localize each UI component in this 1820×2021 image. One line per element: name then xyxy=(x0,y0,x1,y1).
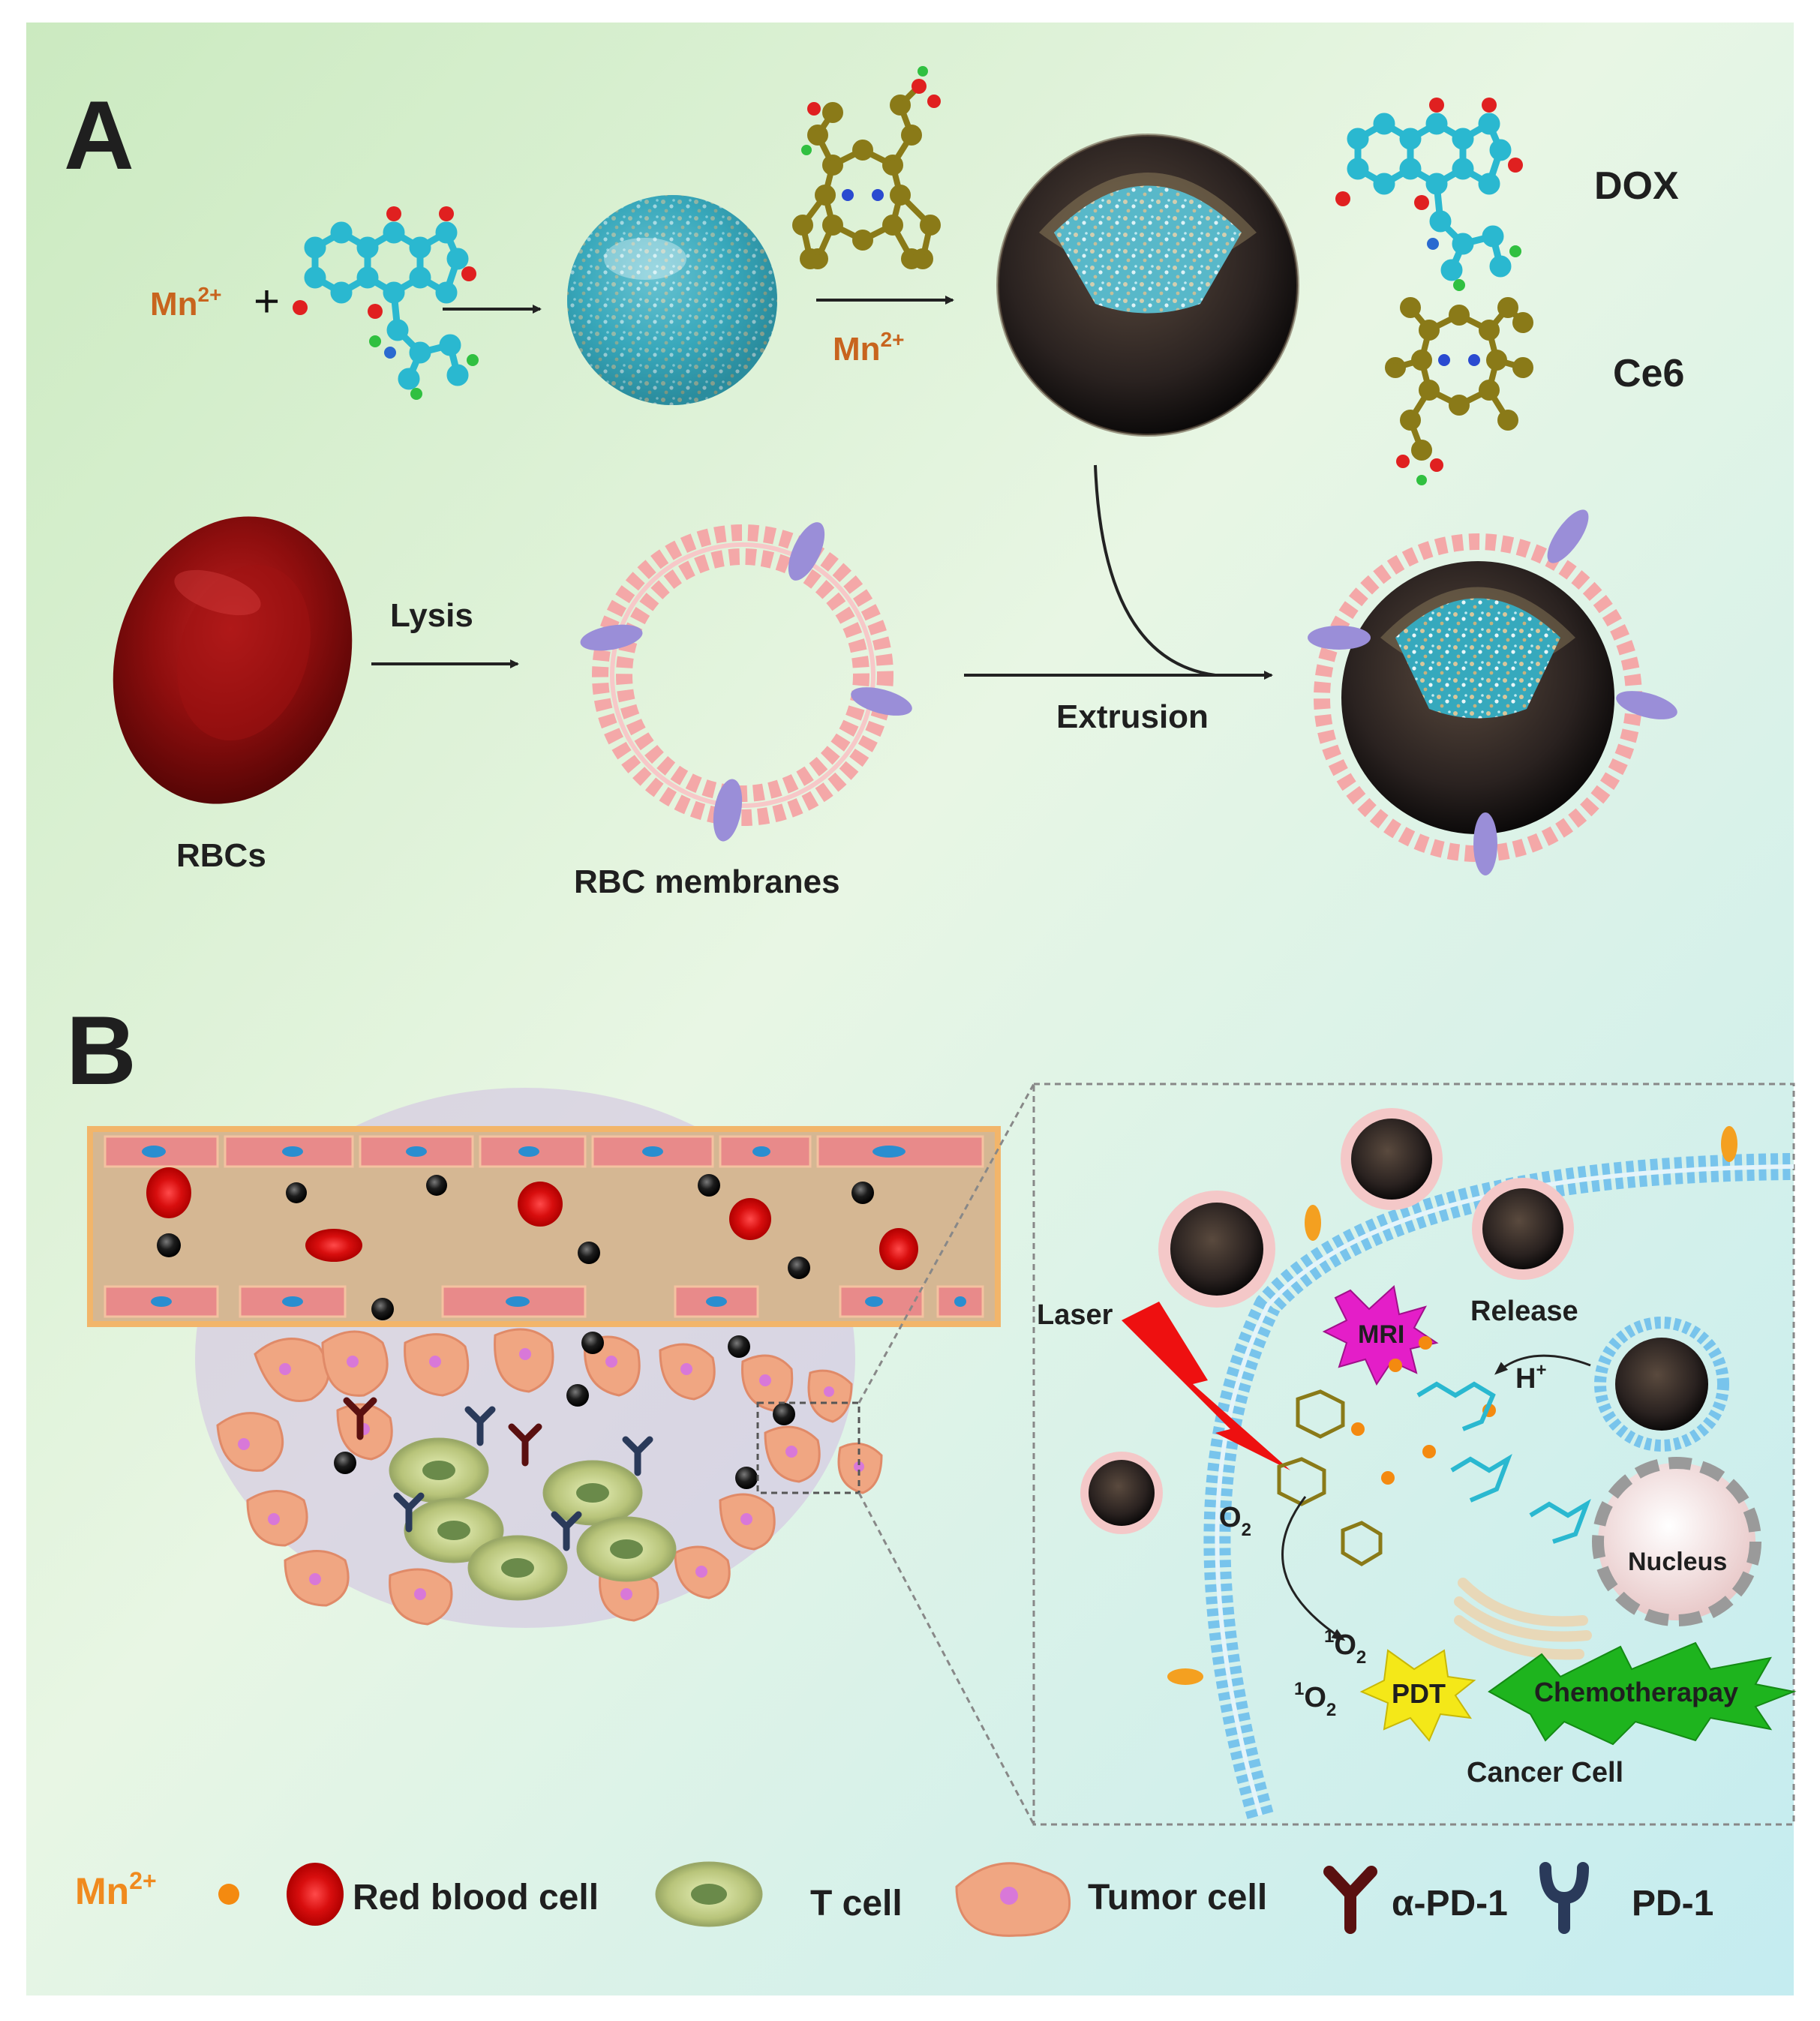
chemotherapy-label: Chemotherapay xyxy=(1534,1677,1738,1707)
dox-label: DOX xyxy=(1594,164,1679,208)
arrow-curved-core-shell xyxy=(1094,464,1216,677)
legend-t-cell-icon xyxy=(655,1861,763,1927)
red-blood-cell-illustration xyxy=(113,516,353,804)
nucleus-label: Nucleus xyxy=(1628,1548,1727,1576)
rbc-membranes-label: RBC membranes xyxy=(574,863,840,900)
ce6-molecule-icon xyxy=(792,66,941,269)
plus-sign: + xyxy=(254,276,280,326)
zoom-line-top xyxy=(857,1083,1035,1404)
mn-ion-label-left: Mn2+ xyxy=(150,283,221,323)
ce6-molecule-legend-icon xyxy=(1385,297,1533,485)
dox-mn-nanoparticle xyxy=(567,195,777,405)
dox-molecule-icon xyxy=(293,206,479,400)
legend-tumor-cell-icon xyxy=(955,1862,1071,1937)
singlet-oxygen-label-1: 1O2 xyxy=(1324,1626,1366,1668)
t-cell-cluster xyxy=(389,1437,677,1601)
antibody-markers xyxy=(343,1397,653,1551)
cancer-cell-zoom-panel: Laser MRI Release H+ O2 1O2 1O2 PDT Chem… xyxy=(1032,1083,1797,1826)
chemotherapy-burst-icon xyxy=(1488,1641,1797,1746)
cancer-cell-label: Cancer Cell xyxy=(1467,1757,1623,1788)
laser-bolt-icon xyxy=(1122,1302,1290,1470)
core-shell-nanoparticle xyxy=(996,134,1299,437)
dox-molecule-legend-icon xyxy=(1335,98,1523,291)
nucleus xyxy=(1592,1457,1761,1626)
lysis-label: Lysis xyxy=(390,597,473,634)
ce6-label: Ce6 xyxy=(1613,352,1684,395)
rbc-coated-nanoparticle xyxy=(1308,509,1677,875)
h-plus-label: H+ xyxy=(1515,1360,1546,1395)
legend-mn-label: Mn2+ xyxy=(75,1867,157,1912)
rbcs-label: RBCs xyxy=(176,837,266,874)
panel-b-label: B xyxy=(66,995,137,1105)
legend-red-blood-cell-label: Red blood cell xyxy=(353,1878,599,1917)
laser-label: Laser xyxy=(1037,1299,1113,1331)
legend: Mn2+ Red blood cell T cell Tumor cell α-… xyxy=(75,1861,1713,1937)
rbc-membrane-vesicle xyxy=(580,522,912,842)
singlet-oxygen-label-2: 1O2 xyxy=(1294,1679,1336,1720)
pdt-burst-icon xyxy=(1359,1649,1476,1742)
arrow-release xyxy=(1494,1354,1591,1375)
mri-label: MRI xyxy=(1358,1320,1404,1349)
extrusion-label: Extrusion xyxy=(1056,698,1209,735)
legend-pd1-icon xyxy=(1539,1862,1589,1934)
legend-mn-dot-icon xyxy=(218,1884,239,1905)
legend-pd1-label: PD-1 xyxy=(1632,1884,1713,1923)
o2-label: O2 xyxy=(1219,1502,1251,1540)
tumor-mass xyxy=(216,1328,883,1626)
legend-tumor-cell-label: Tumor cell xyxy=(1088,1878,1267,1917)
zoom-region-box xyxy=(756,1401,860,1494)
legend-red-blood-cell-icon xyxy=(287,1863,344,1926)
release-label: Release xyxy=(1470,1296,1578,1327)
golgi-apparatus xyxy=(1454,1578,1592,1660)
mri-burst-icon xyxy=(1322,1285,1439,1386)
legend-t-cell-label: T cell xyxy=(810,1884,902,1923)
panel-a-label: A xyxy=(64,80,134,190)
legend-alpha-pd1-icon xyxy=(1323,1866,1377,1934)
legend-alpha-pd1-label: α-PD-1 xyxy=(1392,1884,1508,1923)
mn-ion-label-arrow: Mn2+ xyxy=(833,328,904,368)
pdt-label: PDT xyxy=(1392,1678,1446,1709)
arrow-o2-to-singlet xyxy=(1281,1496,1346,1641)
